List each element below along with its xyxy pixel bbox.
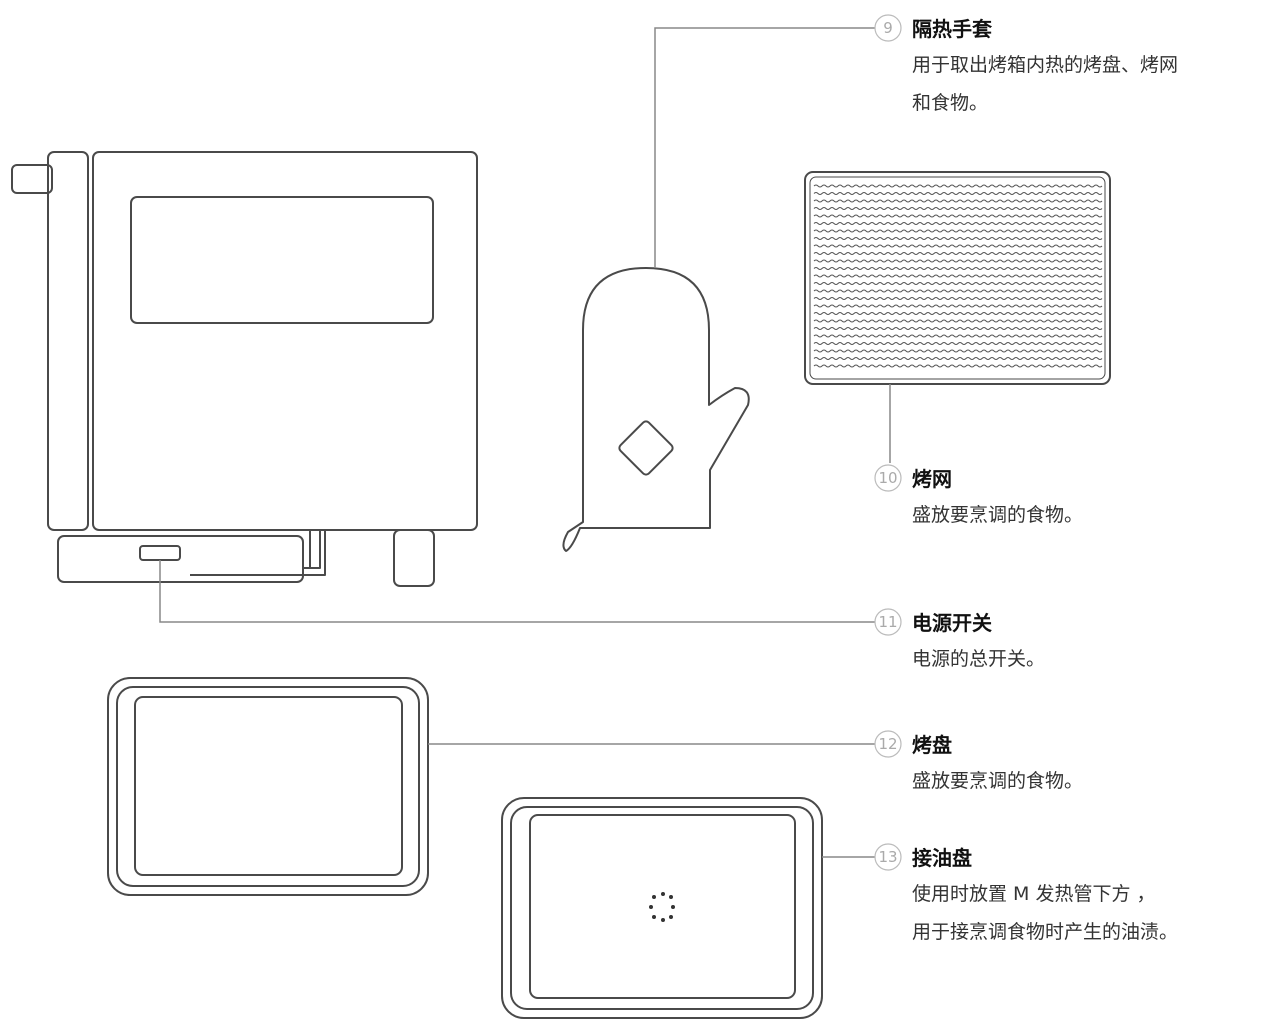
marker-13-number: 13	[878, 848, 897, 866]
oven-illustration	[11, 151, 478, 587]
callout-heat-glove: 隔热手套 用于取出烤箱内热的烤盘、烤网 和食物。	[912, 16, 1178, 122]
callout-title: 烤盘	[912, 733, 952, 757]
callout-baking-tray: 烤盘 盛放要烹调的食物。	[912, 732, 1083, 800]
callout-grill-rack: 烤网 盛放要烹调的食物。	[912, 466, 1083, 534]
callout-title: 电源开关	[912, 611, 992, 635]
marker-9-number: 9	[883, 19, 893, 37]
glove-diamond-pad	[618, 420, 674, 476]
drip-tray-holes	[649, 892, 675, 922]
drip-tray-illustration	[501, 797, 823, 1019]
marker-12	[874, 730, 902, 758]
leader-line-11	[159, 560, 875, 623]
callout-title: 接油盘	[912, 846, 972, 870]
callout-title: 烤网	[912, 467, 952, 491]
grill-rack-illustration	[804, 171, 1111, 385]
marker-12-number: 12	[878, 735, 897, 753]
callout-desc: 电源的总开关。	[912, 640, 1045, 678]
callout-desc-line: 电源的总开关。	[912, 648, 1046, 670]
marker-13	[874, 843, 902, 871]
marker-11-number: 11	[878, 613, 897, 631]
callout-power-switch: 电源开关 电源的总开关。	[912, 610, 1045, 678]
baking-tray-illustration	[107, 677, 429, 896]
callout-title: 隔热手套	[912, 17, 992, 41]
power-switch	[139, 545, 181, 561]
oven-foot	[393, 529, 435, 587]
callout-desc-line: 用于接烹调食物时产生的油渍。	[912, 921, 1179, 943]
callout-desc-line: 盛放要烹调的食物。	[912, 770, 1084, 792]
callout-desc-line: 盛放要烹调的食物。	[912, 504, 1084, 526]
marker-11	[874, 608, 902, 636]
marker-10-number: 10	[878, 469, 897, 487]
marker-10	[874, 464, 902, 492]
callout-desc: 盛放要烹调的食物。	[912, 762, 1083, 800]
leader-line-9	[654, 27, 875, 268]
callout-desc: 用于取出烤箱内热的烤盘、烤网 和食物。	[912, 46, 1178, 122]
oven-window	[130, 196, 434, 324]
callout-drip-tray: 接油盘 使用时放置 M 发热管下方 ， 用于接烹调食物时产生的油渍。	[912, 845, 1178, 951]
callout-desc-line: 使用时放置 M 发热管下方 ，	[912, 883, 1156, 905]
callout-desc-line: 和食物。	[912, 92, 989, 114]
callout-desc: 盛放要烹调的食物。	[912, 496, 1083, 534]
oven-control-base	[57, 535, 304, 583]
callout-desc-line: 用于取出烤箱内热的烤盘、烤网	[912, 54, 1179, 76]
heat-glove-illustration	[562, 267, 750, 552]
callout-desc: 使用时放置 M 发热管下方 ， 用于接烹调食物时产生的油渍。	[912, 875, 1178, 951]
marker-9	[874, 14, 902, 42]
